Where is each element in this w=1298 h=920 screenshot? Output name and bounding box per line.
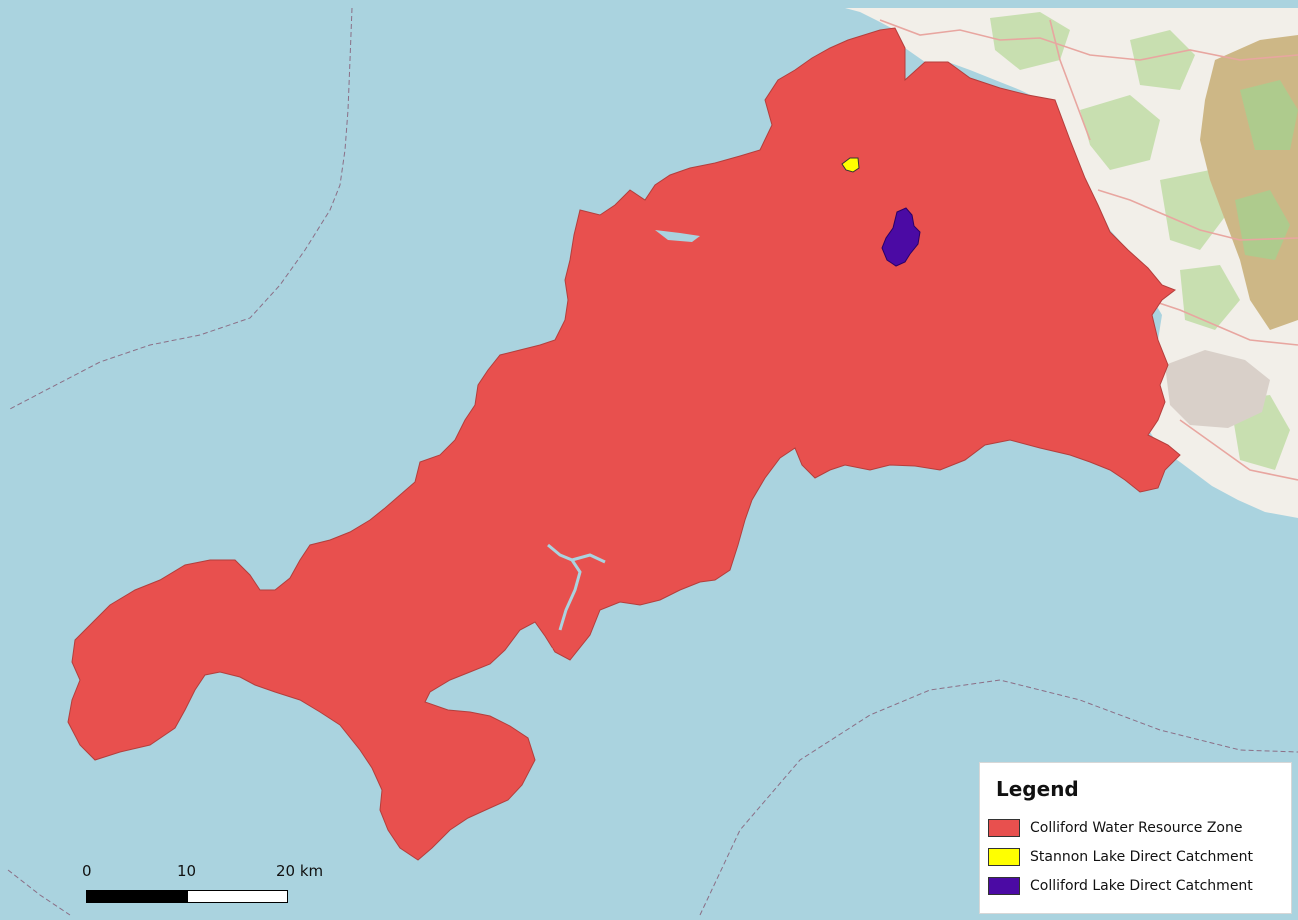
woodland-patches: [1235, 80, 1298, 260]
sea-boundary-lines: [7, 7, 1298, 916]
legend-item-water-resource-zone: Colliford Water Resource Zone: [988, 817, 1242, 839]
stannon-lake-direct-catchment: [841, 157, 860, 173]
scale-bar: 0 10 20 km: [78, 862, 338, 912]
scale-label-20-km: 20 km: [276, 862, 324, 880]
legend-swatch-water-resource-zone: [988, 819, 1020, 837]
legend-item-stannon-lake: Stannon Lake Direct Catchment: [988, 846, 1253, 868]
legend-label-stannon-lake: Stannon Lake Direct Catchment: [1030, 849, 1254, 865]
legend-title: Legend: [996, 777, 1079, 801]
colliford-lake-direct-catchment: [881, 207, 921, 267]
legend-item-colliford-lake: Colliford Lake Direct Catchment: [988, 875, 1253, 897]
scale-segment-white: [187, 890, 288, 903]
camel-estuary: [655, 230, 700, 242]
greenery-patches: [990, 12, 1290, 470]
scale-segment-black: [86, 890, 188, 903]
plymouth-urban-area: [1165, 350, 1270, 428]
scale-label-0: 0: [82, 862, 92, 880]
legend-panel: Legend Colliford Water Resource Zone Sta…: [979, 762, 1292, 914]
estuary-inlets: [539, 543, 606, 652]
roads: [879, 19, 1298, 481]
legend-label-water-resource-zone: Colliford Water Resource Zone: [1030, 820, 1243, 836]
legend-swatch-colliford-lake: [988, 877, 1020, 895]
scale-label-10: 10: [177, 862, 197, 880]
legend-swatch-stannon-lake: [988, 848, 1020, 866]
legend-label-colliford-lake: Colliford Lake Direct Catchment: [1030, 878, 1253, 894]
